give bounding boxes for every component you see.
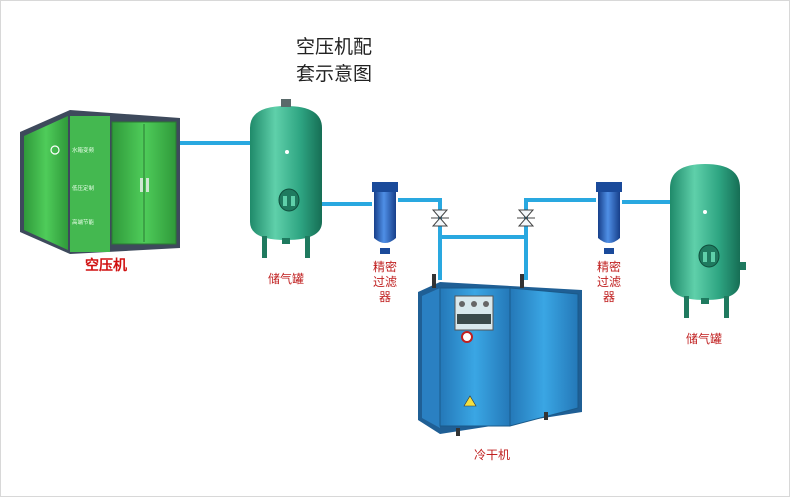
air-tank-left [250,99,322,258]
valve-right [517,209,535,227]
label-compressor: 空压机 [85,258,127,274]
filter-right [596,182,622,254]
label-filter-right-line-2: 过滤 [596,275,621,289]
pipes [180,141,670,280]
filter-left [372,182,398,254]
pipe-filter-left-valve [398,198,442,280]
compressor-panel-line-1: 水箱变频 [72,146,95,154]
label-filter-left-line-2: 过滤 [372,275,397,289]
refrigerated-dryer [418,274,582,436]
compressor-unit: 水箱变频 低压定制 高端节能 [20,110,180,254]
title-line-2: 套示意图 [296,63,373,85]
compressor-panel-line-3: 高端节能 [72,218,95,226]
label-filter-left-line-3: 器 [378,290,391,304]
label-filter-left-line-1: 精密 [372,260,397,274]
label-dryer: 冷干机 [473,448,510,462]
label-tank-right: 储气罐 [685,332,722,346]
label-filter-right: 精密 过滤 器 [592,260,626,305]
title-line-1: 空压机配 [296,36,373,58]
diagram-title: 空压机配 套示意图 [296,34,416,88]
pipe-right-valve-filter [524,198,596,280]
compressor-panel-line-2: 低压定制 [72,184,95,192]
label-tank-left: 储气罐 [267,272,304,286]
air-tank-right [670,164,746,318]
label-filter-right-line-3: 器 [602,290,615,304]
label-filter-left: 精密 过滤 器 [368,260,402,305]
valve-left [431,209,449,227]
label-filter-right-line-1: 精密 [596,260,621,274]
